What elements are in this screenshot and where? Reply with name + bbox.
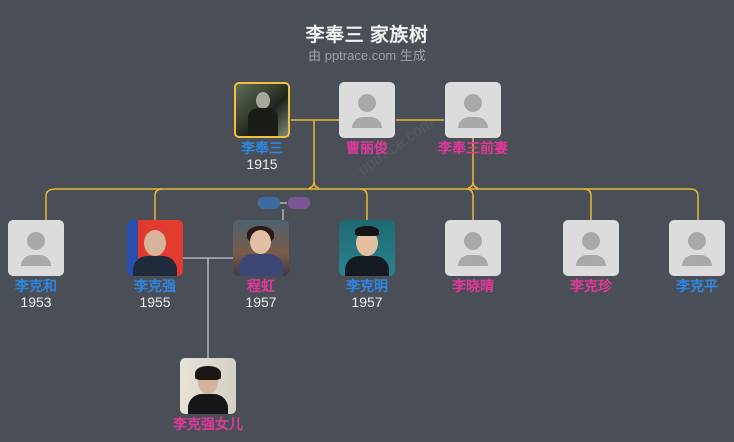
- person-name: 李克强: [134, 278, 176, 294]
- person-node-li-kezhen[interactable]: 李克珍: [546, 220, 636, 294]
- person-photo: [180, 358, 236, 414]
- person-node-cheng-hong[interactable]: 程虹 1957: [216, 220, 306, 310]
- person-name: 李克珍: [570, 278, 612, 294]
- person-node-li-kehe[interactable]: 李克和 1953: [0, 220, 81, 310]
- person-silhouette-icon: [563, 220, 619, 276]
- person-node-li-keming[interactable]: 李克明 1957: [322, 220, 412, 310]
- person-node-li-keqiang-daughter[interactable]: 李克强女儿: [163, 358, 253, 432]
- person-silhouette-icon: [445, 82, 501, 138]
- person-silhouette-icon: [445, 220, 501, 276]
- person-name: 李晓晴: [452, 278, 494, 294]
- page-title: 李奉三 家族树: [305, 25, 429, 46]
- person-name: 李奉三前妻: [438, 140, 508, 156]
- spouse-toggle-pill-1[interactable]: [258, 197, 280, 209]
- person-name: 李克和: [15, 278, 57, 294]
- person-photo: [234, 82, 290, 138]
- person-year: 1915: [246, 156, 278, 172]
- person-silhouette-icon: [339, 82, 395, 138]
- person-node-li-fengsan-ex-wife[interactable]: 李奉三前妻: [428, 82, 518, 156]
- person-node-li-fengsan[interactable]: 李奉三 1915: [217, 82, 307, 172]
- person-node-li-keping[interactable]: 李克平: [652, 220, 734, 294]
- spouse-toggle-pill-2[interactable]: [288, 197, 310, 209]
- person-year: 1957: [245, 294, 277, 310]
- person-silhouette-icon: [8, 220, 64, 276]
- person-photo: [339, 220, 395, 276]
- person-node-li-keqiang[interactable]: 李克强 1955: [110, 220, 200, 310]
- person-name: 李克明: [346, 278, 388, 294]
- person-name: 程虹: [247, 278, 275, 294]
- person-node-cao-lijun[interactable]: 曹丽俊: [322, 82, 412, 156]
- person-name: 李克强女儿: [173, 416, 243, 432]
- person-year: 1953: [20, 294, 52, 310]
- person-name: 曹丽俊: [346, 140, 388, 156]
- person-photo: [233, 220, 289, 276]
- page-subtitle: 由 pptrace.com 生成: [308, 48, 426, 63]
- person-name: 李奉三: [241, 140, 283, 156]
- person-node-li-xiaoqing[interactable]: 李晓晴: [428, 220, 518, 294]
- person-photo: [127, 220, 183, 276]
- person-silhouette-icon: [669, 220, 725, 276]
- person-year: 1957: [351, 294, 383, 310]
- person-name: 李克平: [676, 278, 718, 294]
- person-year: 1955: [139, 294, 171, 310]
